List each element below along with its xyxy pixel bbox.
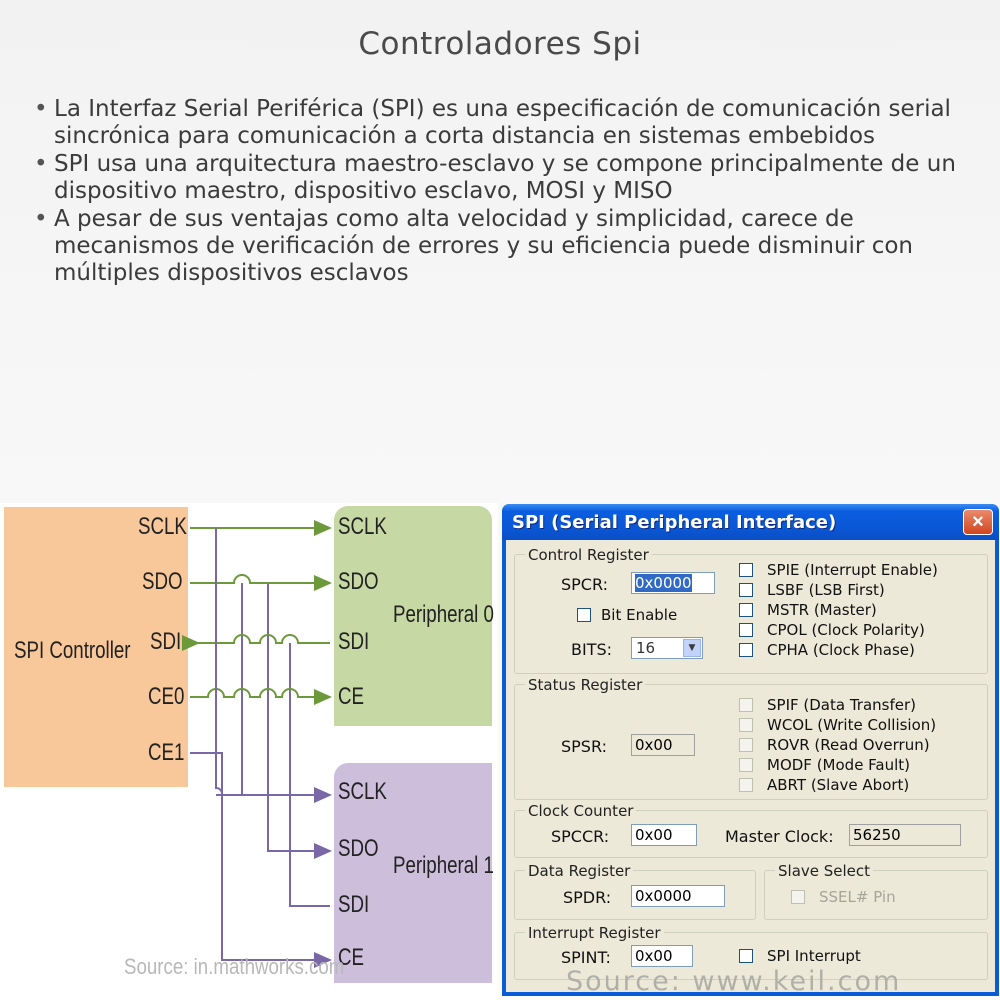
master-clock-input[interactable]: 56250 (849, 824, 961, 846)
spif-checkbox[interactable] (739, 698, 753, 712)
data-register-group: Data Register SPDR: 0x0000 (514, 862, 756, 920)
clock-counter-group: Clock Counter SPCCR: 0x00 Master Clock: … (514, 802, 988, 858)
diagram-source: Source: in.mathworks.com (124, 954, 345, 979)
control-register-group: Control Register SPCR: 0x0000 Bit Enable… (514, 546, 988, 674)
wcol-label: WCOL (Write Collision) (767, 716, 937, 734)
peripheral-1-block (334, 763, 492, 983)
spi-interrupt-checkbox[interactable] (739, 949, 753, 963)
lsbf-checkbox[interactable] (739, 583, 753, 597)
spcr-input[interactable]: 0x0000 (631, 572, 715, 594)
peripheral-0-block (334, 506, 492, 726)
interrupt-register-group: Interrupt Register SPINT: 0x00 SPI Inter… (514, 924, 988, 980)
slave-select-group: Slave Select SSEL# Pin (764, 862, 988, 920)
page-title: Controladores Spi (358, 26, 642, 62)
peripheral-1-pin-sclk: SCLK (338, 778, 387, 805)
spdr-label: SPDR: (563, 888, 612, 907)
status-register-title: Status Register (525, 676, 646, 694)
cpol-checkbox[interactable] (739, 623, 753, 637)
controller-label: SPI Controller (14, 637, 131, 664)
cpha-checkbox[interactable] (739, 643, 753, 657)
rovr-checkbox[interactable] (739, 738, 753, 752)
bullet-item: A pesar de sus ventajas como alta veloci… (28, 206, 978, 287)
peripheral-0-pin-sdi: SDI (338, 628, 370, 655)
peripheral-0-label: Peripheral 0 (393, 601, 494, 628)
mstr-checkbox[interactable] (739, 603, 753, 617)
peripheral-1-pin-ce: CE (338, 944, 365, 971)
spie-checkbox[interactable] (739, 563, 753, 577)
control-register-title: Control Register (525, 546, 652, 564)
spi-interrupt-label: SPI Interrupt (767, 947, 861, 965)
controller-pin-ce1: CE1 (148, 739, 185, 766)
spi-wiring-diagram: SCLK SDO SDI CE0 CE1 SPI Controller SCLK… (0, 503, 498, 1000)
modf-checkbox[interactable] (739, 758, 753, 772)
wcol-checkbox[interactable] (739, 718, 753, 732)
window-body: Control Register SPCR: 0x0000 Bit Enable… (506, 540, 995, 997)
spint-label: SPINT: (561, 948, 611, 967)
data-register-title: Data Register (525, 862, 634, 880)
controller-pin-sdo: SDO (142, 568, 183, 595)
peripheral-0-pin-sdo: SDO (338, 568, 379, 595)
wiring-lines (182, 520, 332, 968)
spcr-label: SPCR: (561, 575, 608, 594)
window-titlebar[interactable]: SPI (Serial Peripheral Interface) × (502, 504, 999, 540)
peripheral-1-pin-sdi: SDI (338, 891, 370, 918)
spint-input[interactable]: 0x00 (631, 945, 693, 967)
window-source: Source: www.keil.com (566, 966, 902, 997)
spsr-label: SPSR: (561, 737, 607, 756)
spie-label: SPIE (Interrupt Enable) (767, 561, 938, 579)
slave-select-title: Slave Select (775, 862, 874, 880)
status-register-group: Status Register SPSR: 0x00 SPIF (Data Tr… (514, 676, 988, 800)
bullet-list: La Interfaz Serial Periférica (SPI) es u… (28, 96, 978, 288)
mstr-label: MSTR (Master) (767, 601, 877, 619)
bit-enable-label: Bit Enable (601, 606, 678, 624)
abrt-checkbox[interactable] (739, 778, 753, 792)
clock-counter-title: Clock Counter (525, 802, 637, 820)
spccr-input[interactable]: 0x00 (631, 824, 697, 846)
lsbf-label: LSBF (LSB First) (767, 581, 885, 599)
window-title: SPI (Serial Peripheral Interface) (512, 511, 837, 533)
peripheral-0-pin-sclk: SCLK (338, 513, 387, 540)
bits-label: BITS: (571, 640, 613, 659)
ssel-label: SSEL# Pin (819, 888, 896, 906)
spi-dialog-window: SPI (Serial Peripheral Interface) × Cont… (502, 504, 999, 997)
cpha-label: CPHA (Clock Phase) (767, 641, 915, 659)
bullet-item: La Interfaz Serial Periférica (SPI) es u… (28, 96, 978, 150)
abrt-label: ABRT (Slave Abort) (767, 776, 910, 794)
spi-controller-block (4, 507, 188, 787)
controller-pin-sclk: SCLK (138, 513, 187, 540)
spccr-label: SPCCR: (551, 827, 610, 846)
bits-select[interactable]: 16 ▼ (631, 637, 703, 659)
ssel-checkbox[interactable] (791, 890, 805, 904)
spsr-input[interactable]: 0x00 (631, 734, 695, 756)
bullet-item: SPI usa una arquitectura maestro-esclavo… (28, 151, 978, 205)
bit-enable-checkbox[interactable] (577, 608, 591, 622)
cpol-label: CPOL (Clock Polarity) (767, 621, 925, 639)
controller-pin-sdi: SDI (150, 628, 182, 655)
interrupt-register-title: Interrupt Register (525, 924, 664, 942)
rovr-label: ROVR (Read Overrun) (767, 736, 930, 754)
master-clock-label: Master Clock: (725, 827, 834, 846)
peripheral-0-pin-ce: CE (338, 683, 365, 710)
close-icon[interactable]: × (963, 509, 993, 535)
bits-value: 16 (636, 639, 656, 657)
peripheral-1-pin-sdo: SDO (338, 835, 379, 862)
modf-label: MODF (Mode Fault) (767, 756, 911, 774)
spdr-input[interactable]: 0x0000 (631, 885, 725, 907)
chevron-down-icon[interactable]: ▼ (683, 639, 701, 657)
spif-label: SPIF (Data Transfer) (767, 696, 916, 714)
controller-pin-ce0: CE0 (148, 683, 185, 710)
peripheral-1-label: Peripheral 1 (393, 852, 494, 879)
